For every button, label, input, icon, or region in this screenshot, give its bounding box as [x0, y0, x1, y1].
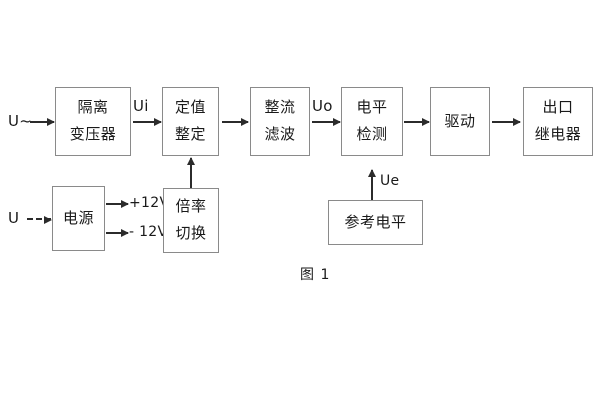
block-rectify-filter-line-1: 整流 — [264, 98, 296, 117]
block-isolation-transformer-line-1: 隔离 — [77, 98, 109, 117]
figure-caption: 图 1 — [300, 267, 331, 283]
arrow-level-detection-to-driver — [404, 121, 429, 123]
block-driver: 驱动 — [430, 87, 490, 156]
block-output-relay-line-1: 出口 — [542, 98, 574, 117]
arrow-power-supply-negative-rail — [106, 232, 128, 234]
rail-positive-label: +12V — [129, 195, 170, 211]
block-multiplier-switch-line-2: 切换 — [175, 224, 207, 242]
block-rectify-filter: 整流 滤波 — [250, 87, 310, 156]
arrow-ac-input-to-isolation-transformer — [30, 121, 54, 123]
block-setting-value-line-2: 整定 — [174, 125, 206, 143]
block-output-relay: 出口 继电器 — [523, 87, 593, 156]
block-rectify-filter-line-2: 滤波 — [264, 125, 296, 143]
signal-ui-label: Ui — [133, 97, 149, 115]
block-reference-level-line-1: 参考电平 — [344, 212, 407, 231]
block-multiplier-switch-line-1: 倍率 — [175, 197, 207, 216]
block-reference-level: 参考电平 — [328, 200, 423, 245]
block-level-detection-line-2: 检测 — [356, 125, 388, 143]
block-output-relay-line-2: 继电器 — [534, 125, 582, 143]
block-setting-value: 定值 整定 — [162, 87, 219, 156]
signal-uo-label: Uo — [312, 97, 333, 115]
arrow-driver-to-output-relay — [492, 121, 520, 123]
arrow-power-supply-positive-rail — [106, 203, 128, 205]
block-isolation-transformer-line-2: 变压器 — [69, 125, 117, 143]
arrow-rectify-filter-to-level-detection — [312, 121, 340, 123]
arrow-reference-level-to-level-detection — [371, 170, 373, 200]
block-level-detection-line-1: 电平 — [356, 98, 388, 117]
signal-ue-label: Ue — [380, 173, 400, 189]
arrow-multiplier-switch-to-setting-value — [190, 158, 192, 188]
block-setting-value-line-1: 定值 — [174, 98, 206, 117]
dc-input-label: U — [8, 209, 20, 227]
block-driver-line-1: 驱动 — [444, 111, 476, 130]
block-isolation-transformer: 隔离 变压器 — [55, 87, 131, 156]
arrow-dc-input-to-power-supply — [27, 218, 51, 220]
block-level-detection: 电平 检测 — [341, 87, 403, 156]
ac-input-label: U~ — [8, 112, 33, 130]
block-power-supply: 电源 — [52, 186, 105, 251]
arrow-isolation-transformer-to-setting-value — [133, 121, 161, 123]
rail-negative-label: - 12V — [129, 224, 168, 240]
arrow-setting-value-to-rectify-filter — [222, 121, 248, 123]
block-power-supply-line-1: 电源 — [62, 208, 94, 227]
block-multiplier-switch: 倍率 切换 — [163, 188, 219, 253]
